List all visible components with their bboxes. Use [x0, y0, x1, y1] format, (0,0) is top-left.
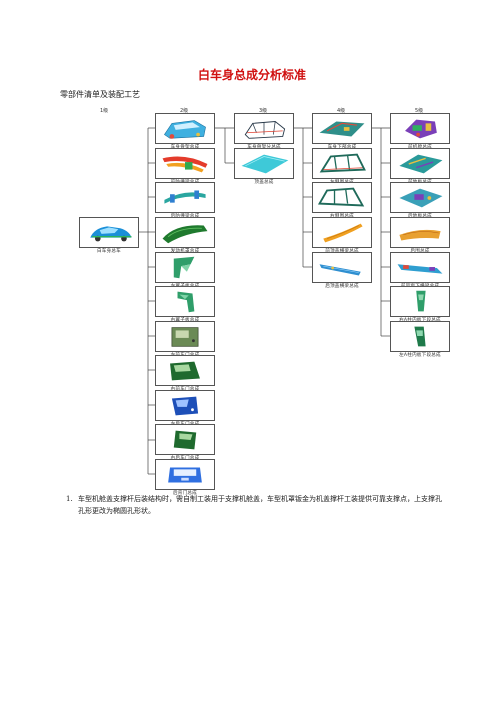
rear-bumper-beam-thumbnail: [155, 182, 215, 213]
rear-floor-thumbnail: [390, 182, 450, 213]
col5-label-1: 前机舱总成: [388, 144, 452, 150]
left-side-frame-thumbnail: [312, 148, 372, 179]
rear-roof-crossbeam-thumbnail: [312, 252, 372, 283]
left-front-door-thumbnail: [155, 321, 215, 352]
right-fender-thumbnail: [155, 286, 215, 317]
body-frame-assy-thumbnail: [155, 113, 215, 144]
root-label: 白车身总车: [97, 249, 121, 254]
col3-label-2: 顶盖总成: [254, 180, 274, 185]
col4-label-5: 后顶盖横梁总成: [325, 284, 359, 289]
left-rear-door-thumbnail: [155, 390, 215, 421]
front-floor-thumbnail: [390, 148, 450, 179]
front-roof-crossbeam-thumbnail: [312, 217, 372, 248]
level-label-1: 1级: [100, 108, 109, 114]
note-text: 车型机舱盖支撑杆后装结构时，需自制工装用于支撑机舱盖，车型机罩钣金为机盖撑杆工装…: [78, 495, 442, 515]
col2-label-6: 右翼子板总成: [153, 317, 217, 323]
col2-label-11: 后背门总成: [173, 491, 197, 496]
body-frame-subassy-thumbnail: [234, 113, 294, 144]
note-paragraph: 1. 车型机舱盖支撑杆后装结构时，需自制工装用于支撑机舱盖，车型机罩钣金为机盖撑…: [66, 493, 448, 517]
right-front-door-thumbnail: [155, 355, 215, 386]
front-engine-bay-thumbnail: [390, 113, 450, 144]
tailgate-assy-thumbnail: [155, 459, 215, 490]
front-bumper-beam-thumbnail: [155, 148, 215, 179]
col2-label-3: 后防撞梁总成: [153, 213, 217, 219]
left-a-pillar-inner-thumbnail: [390, 321, 450, 352]
page-title: 白车身总成分析标准: [197, 68, 306, 82]
level-label-4: 4级: [337, 108, 346, 114]
col4-label-3: 右侧围总成: [310, 213, 374, 219]
right-side-frame-thumbnail: [312, 182, 372, 213]
col2-label-4: 发动机罩总成: [153, 248, 217, 254]
level-label-3: 3级: [259, 108, 268, 114]
col5-label-6: 右A柱内板下段总成: [388, 317, 452, 323]
col4-label-4: 前顶盖横梁总成: [310, 248, 374, 254]
right-rear-door-thumbnail: [155, 424, 215, 455]
col2-label-8: 右前车门总成: [153, 386, 217, 392]
col2-label-1: 车身骨架总成: [153, 144, 217, 150]
right-a-pillar-inner-thumbnail: [390, 286, 450, 317]
roof-panel-thumbnail: [234, 148, 294, 179]
rear-panel-thumbnail: [390, 217, 450, 248]
front-windshield-crossbeam-thumbnail: [390, 252, 450, 283]
col5-label-7: 左A柱内板下段总成: [399, 353, 441, 358]
root-car-thumbnail: [79, 217, 139, 248]
hood-assy-thumbnail: [155, 217, 215, 248]
level-label-2: 2级: [180, 108, 189, 114]
note-number: 1.: [66, 495, 73, 503]
underbody-assy-thumbnail: [312, 113, 372, 144]
col3-label-1: 车身骨架分总成: [232, 144, 296, 150]
col5-label-3: 后地板总成: [388, 213, 452, 219]
page-subtitle: 零部件清单及装配工艺: [60, 90, 140, 99]
left-fender-thumbnail: [155, 252, 215, 283]
col5-label-4: 后围总成: [388, 248, 452, 254]
col2-label-10: 右后车门总成: [153, 455, 217, 461]
col4-label-1: 车身下部总成: [310, 144, 374, 150]
level-label-5: 5级: [415, 108, 424, 114]
